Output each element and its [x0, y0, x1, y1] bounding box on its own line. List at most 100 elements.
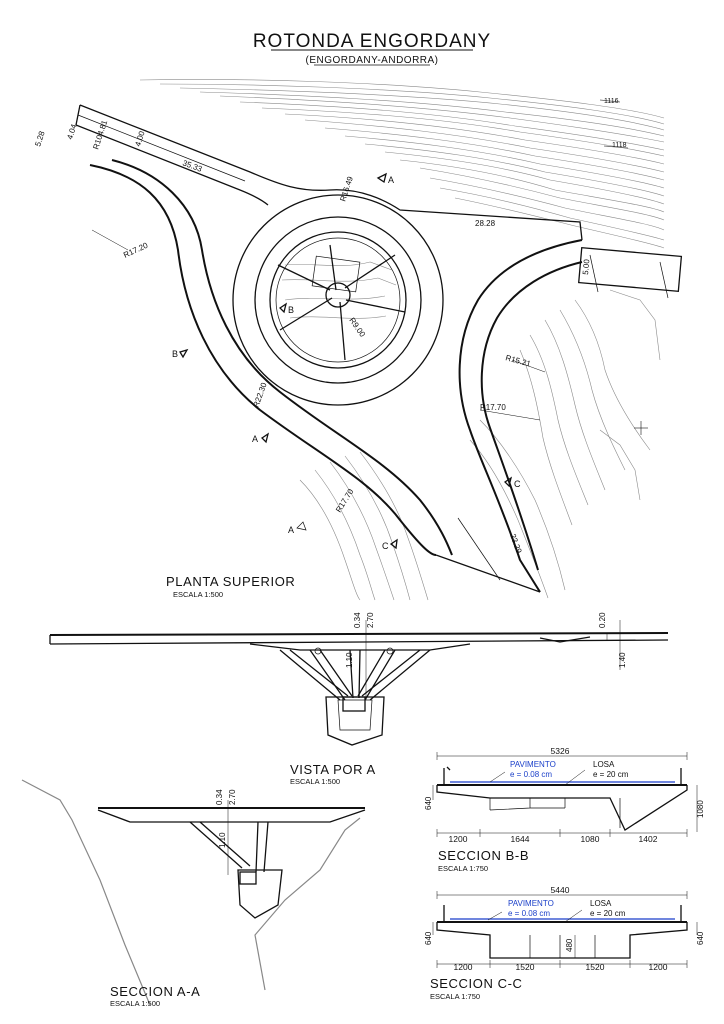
arrow-b-left [179, 348, 189, 359]
aa-dim-1-10: 1.10 [218, 832, 227, 848]
bb-deck-body [436, 785, 688, 831]
section-bb-label: SECCION B-B [438, 848, 529, 863]
bb-side-dims [432, 785, 698, 832]
elev-node-2 [386, 647, 394, 655]
section-mark-b-left: B [172, 349, 178, 359]
cc-side-dims [432, 922, 698, 958]
left-ramp-inner [111, 159, 453, 556]
cc-webs [529, 935, 596, 958]
elev-pier-head [342, 696, 366, 712]
strut-2 [339, 301, 346, 361]
bb-bottom-3: 1080 [581, 834, 600, 844]
strut-5 [345, 299, 406, 313]
elev-dim-1-10: 1.10 [345, 652, 354, 668]
deck-bottom [49, 639, 669, 645]
plan-view-label: PLANTA SUPERIOR [166, 574, 295, 589]
access-road-lower-edge [75, 124, 269, 206]
cc-bottom-2: 1520 [516, 962, 535, 972]
elev-pier-detail [337, 699, 373, 731]
dim-r17-70-right: R17.70 [480, 403, 506, 412]
cc-bottom-1: 1200 [454, 962, 473, 972]
dim-4-04: 4.04 [65, 123, 79, 141]
cc-bottom-4: 1200 [649, 962, 668, 972]
aa-strut-left [189, 821, 251, 869]
right-ramp-inner [480, 261, 583, 571]
roundabout-inner-ring [254, 216, 422, 384]
dim-r16-49: R16.49 [338, 175, 355, 203]
dim-5-28: 5.28 [33, 130, 47, 148]
bb-losa: LOSA [593, 760, 615, 769]
elev-strut-left-2 [309, 649, 353, 701]
arrow-c-bottom [389, 538, 398, 550]
section-mark-b-center: B [288, 305, 294, 315]
dim-r9-00: R9.00 [347, 316, 367, 339]
section-cc-scale: ESCALA 1:750 [430, 992, 480, 1001]
cc-losa: LOSA [590, 899, 612, 908]
cc-deck-body [436, 922, 688, 959]
elev-node-1 [314, 647, 322, 655]
aa-deck-soffit [97, 809, 366, 823]
bb-losa-thickness: e = 20 cm [593, 770, 629, 779]
bb-parapets [443, 766, 682, 785]
section-aa: 0.34 2.70 1.10 SECCION A-A ESCALA 1:500 [21, 779, 366, 1008]
dim-28-28: 28.28 [475, 219, 496, 228]
bb-pavimento: PAVIMENTO [510, 760, 556, 769]
section-bb-scale: ESCALA 1:750 [438, 864, 488, 873]
strut-6 [329, 244, 337, 291]
elev-strut-center [349, 649, 361, 699]
elevation-view: 0.34 2.70 1.10 0.20 1.40 VISTA POR A ESC… [49, 612, 669, 786]
elevation-scale: ESCALA 1:500 [290, 777, 340, 786]
roundabout-outer-ring [232, 194, 444, 406]
elev-dim-2-70: 2.70 [366, 612, 375, 628]
aa-strut-right [255, 821, 269, 873]
section-mark-a-top: A [388, 175, 394, 185]
cc-bottom-dim-line [436, 960, 688, 968]
dim-5-00: 5.00 [581, 258, 591, 275]
bb-overall-dim [436, 752, 688, 760]
dim-lines-plan [91, 229, 546, 421]
elev-dim-0-20: 0.20 [598, 612, 607, 628]
cc-leader [487, 909, 583, 923]
plan-view: 1116 1118 [33, 79, 683, 601]
elev-strut-right-1 [361, 649, 431, 701]
central-pier-plan [311, 255, 361, 293]
right-ramp-side [457, 517, 501, 581]
cc-pavimento: PAVIMENTO [508, 899, 554, 908]
cc-mid-height: 480 [565, 938, 574, 952]
roundabout-island [269, 231, 407, 369]
cc-left-height: 640 [424, 931, 433, 945]
cc-right-height: 640 [696, 931, 705, 945]
strut-4 [344, 254, 396, 289]
arrow-a-bottom [296, 521, 307, 531]
drawing-subtitle: (ENGORDANY-ANDORRA) [305, 55, 438, 66]
cc-total-width: 5440 [551, 885, 570, 895]
access-road-upper-edge [79, 104, 583, 241]
section-bb: 5326 PAVIMENTO e = 0.08 cm LOSA e = 20 c… [424, 746, 705, 873]
bb-bottom-4: 1402 [639, 834, 658, 844]
aa-pier-head [239, 871, 257, 885]
cc-pavimento-thickness: e = 0.08 cm [508, 909, 550, 918]
dim-r22-30: R22.30 [251, 381, 268, 409]
roundabout-island-inner [275, 237, 401, 363]
arrow-b-center [278, 302, 288, 314]
road-centerline [77, 114, 246, 182]
bb-leader [489, 769, 586, 786]
bb-right-height: 1080 [696, 800, 705, 818]
bb-bottom-dim-line [436, 829, 688, 837]
bb-bottom-1: 1200 [449, 834, 468, 844]
elev-pier-base [325, 696, 385, 746]
dim-r104-81: R104.81 [91, 119, 109, 151]
elevation-label: VISTA POR A [290, 762, 376, 777]
bb-webs [489, 798, 621, 828]
section-cc: 5440 PAVIMENTO e = 0.08 cm LOSA e = 20 c… [424, 885, 705, 1001]
aa-dim-2-70: 2.70 [228, 789, 237, 805]
ground-profile [21, 779, 361, 1006]
strut-3 [277, 264, 331, 291]
cc-overall-dim [436, 891, 688, 899]
elev-dim-lines [365, 620, 621, 700]
deck-soffit [249, 643, 471, 651]
section-aa-scale: ESCALA 1:500 [110, 999, 160, 1008]
elev-strut-right-2 [357, 649, 396, 701]
title-block: ROTONDA ENGORDANY (ENGORDANY-ANDORRA) [253, 31, 490, 66]
